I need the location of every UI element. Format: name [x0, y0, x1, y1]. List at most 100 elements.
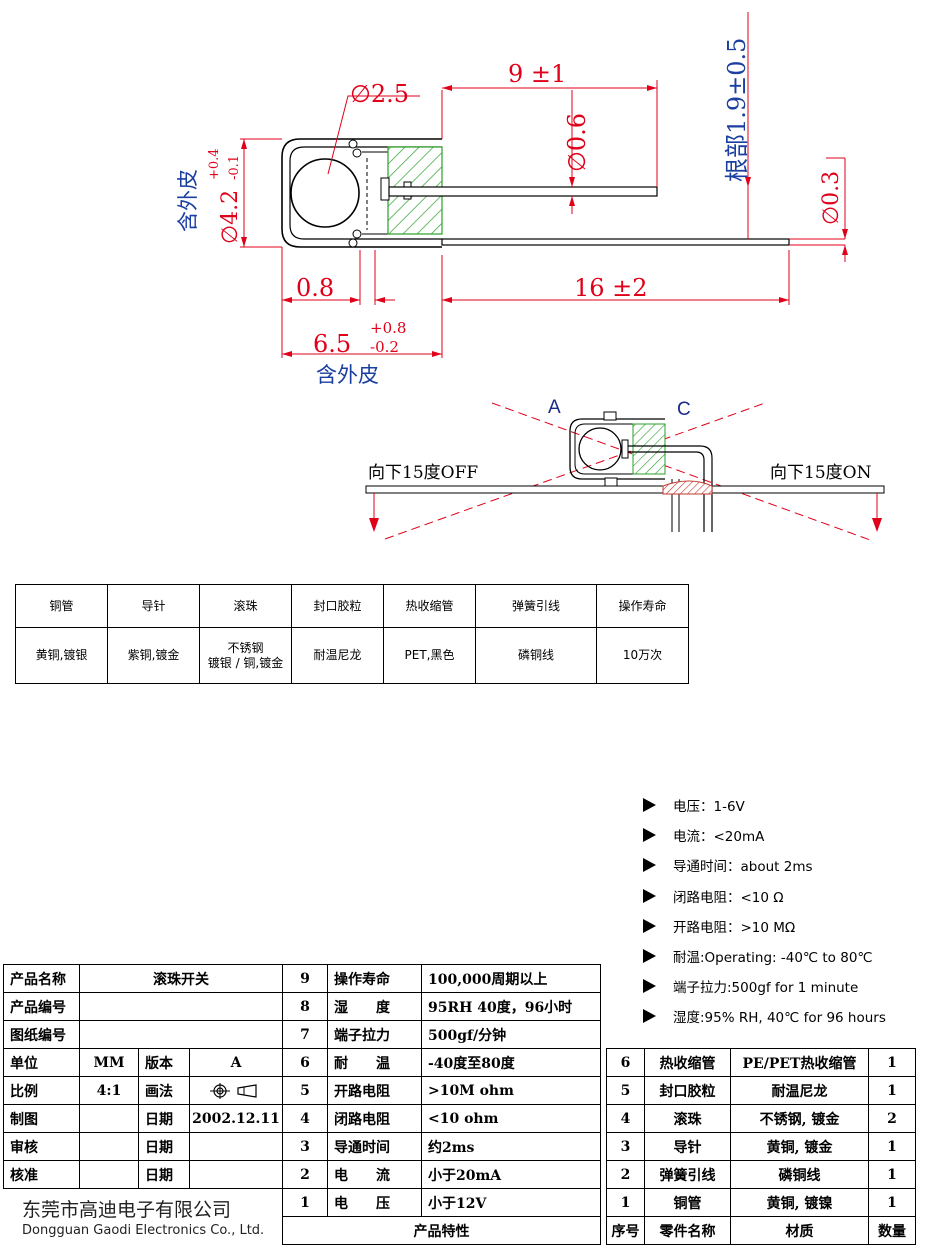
bullet-arrow-icon	[643, 979, 656, 994]
spec-text: 端子拉力:500gf for 1 minute	[673, 980, 859, 997]
technical-drawing: ∅2.5 9 ±1 ∅0.6 ∅0.3 ∅4.2 +0.4 -0.1 0.8 1…	[176, 12, 885, 542]
materials-table: 铜管 导针 滚珠 封口胶粒 热收缩管 弹簧引线 操作寿命 黄铜,镀银 紫铜,镀金…	[15, 584, 689, 684]
drawn-by-label: 制图	[3, 1104, 80, 1133]
drawn-by-value	[79, 1104, 139, 1133]
part-name: 铜管	[644, 1188, 731, 1217]
mat-value-ball-line1: 不锈钢	[227, 640, 264, 655]
char-value: 小于20mA	[421, 1160, 601, 1189]
part-no: 1	[606, 1188, 645, 1217]
dim-65: 6.5	[313, 330, 351, 358]
projection-label: 画法	[138, 1076, 190, 1105]
mat-header-pin: 导针	[107, 584, 200, 628]
mat-value-seal: 耐温尼龙	[291, 627, 384, 684]
mat-value-tube: 黄铜,镀银	[15, 627, 108, 684]
char-no: 2	[282, 1160, 328, 1189]
spec-text: 耐温:Operating: -40℃ to 80℃	[673, 950, 873, 967]
bullet-arrow-icon	[643, 858, 656, 873]
mat-value-pin: 紫铜,镀金	[107, 627, 200, 684]
dim-outer-dia-tol-upper: +0.4	[207, 148, 222, 180]
char-value: >10M ohm	[421, 1076, 601, 1105]
version-value: A	[189, 1048, 283, 1077]
char-name: 耐 温	[327, 1048, 422, 1077]
part-no: 5	[606, 1076, 645, 1105]
mat-header-tube: 铜管	[15, 584, 108, 628]
mat-header-life: 操作寿命	[596, 584, 689, 628]
drawing-no-label: 图纸编号	[3, 1020, 80, 1049]
dim-ball-dia: ∅2.5	[350, 80, 409, 108]
spec-text: 开路电阻：>10 MΩ	[673, 919, 796, 936]
bullet-arrow-icon	[643, 918, 656, 933]
spec-item: 电压：1-6V	[643, 790, 933, 820]
bullet-arrow-icon	[643, 798, 656, 813]
char-no: 9	[282, 964, 328, 993]
spec-item: 电流：<20mA	[643, 820, 933, 850]
scale-value: 4:1	[79, 1076, 139, 1105]
char-no: 6	[282, 1048, 328, 1077]
spec-item: 耐温:Operating: -40℃ to 80℃	[643, 941, 933, 971]
product-name-value: 滚珠开关	[79, 964, 283, 993]
part-no: 6	[606, 1048, 645, 1077]
date-label: 日期	[138, 1160, 190, 1189]
part-material: 不锈钢, 镀金	[730, 1104, 869, 1133]
dim-length-9: 9 ±1	[508, 60, 566, 88]
part-name: 封口胶粒	[644, 1076, 731, 1105]
char-name: 电 流	[327, 1160, 422, 1189]
drawing-no-value	[79, 1020, 283, 1049]
projection-symbol-icon	[189, 1076, 283, 1105]
date-label: 日期	[138, 1104, 190, 1133]
char-no: 1	[282, 1188, 328, 1217]
part-qty: 1	[868, 1048, 916, 1077]
dim-outer-dia-tol-lower: -0.1	[227, 155, 242, 180]
dim-08: 0.8	[296, 274, 334, 302]
tilt-on-label: 向下15度ON	[770, 463, 872, 483]
product-name-label: 产品名称	[3, 964, 80, 993]
parts-header-material: 材质	[730, 1216, 869, 1245]
scale-label: 比例	[3, 1076, 80, 1105]
char-name: 端子拉力	[327, 1020, 422, 1049]
company-cell	[3, 1188, 283, 1245]
mat-value-spring: 磷铜线	[475, 627, 597, 684]
part-material: 磷铜线	[730, 1160, 869, 1189]
char-no: 3	[282, 1132, 328, 1161]
char-name: 湿 度	[327, 992, 422, 1021]
dim-65-tol-lower: -0.2	[370, 338, 399, 356]
review-value	[79, 1132, 139, 1161]
char-name: 操作寿命	[327, 964, 422, 993]
part-name: 滚珠	[644, 1104, 731, 1133]
unit-value: MM	[79, 1048, 139, 1077]
dimension-arrows	[241, 85, 848, 357]
char-no: 5	[282, 1076, 328, 1105]
char-name: 电 压	[327, 1188, 422, 1217]
dim-root-length: 根部1.9±0.5	[723, 38, 751, 182]
char-value: 500gf/分钟	[421, 1020, 601, 1049]
approve-date-value	[189, 1160, 283, 1189]
tilt-off-label: 向下15度OFF	[368, 463, 478, 483]
part-no: 3	[606, 1132, 645, 1161]
label-a: A	[548, 397, 561, 418]
unit-label: 单位	[3, 1048, 80, 1077]
char-value: -40度至80度	[421, 1048, 601, 1077]
spec-item: 闭路电阻：<10 Ω	[643, 881, 933, 911]
spec-item: 湿度:95% RH, 40℃ for 96 hours	[643, 1001, 933, 1031]
approve-value	[79, 1160, 139, 1189]
dim-lead-dia: ∅0.3	[819, 171, 844, 225]
mat-value-ball: 不锈钢 镀银 / 铜,镀金	[199, 627, 292, 684]
char-value: 95RH 40度，96小时	[421, 992, 601, 1021]
mat-header-shrink: 热收缩管	[383, 584, 476, 628]
dim-16: 16 ±2	[574, 274, 648, 302]
part-qty: 1	[868, 1188, 916, 1217]
part-no: 4	[606, 1104, 645, 1133]
char-value: <10 ohm	[421, 1104, 601, 1133]
part-name: 热收缩管	[644, 1048, 731, 1077]
mat-value-shrink: PET,黑色	[383, 627, 476, 684]
date-label: 日期	[138, 1132, 190, 1161]
dim-outer-dia: ∅4.2	[218, 190, 243, 244]
char-value: 小于12V	[421, 1188, 601, 1217]
spec-item: 导通时间：about 2ms	[643, 850, 933, 880]
company-name-cn: 东莞市高迪电子有限公司	[22, 1199, 232, 1221]
dim-65-tol-upper: +0.8	[370, 319, 406, 337]
switch-side-view	[281, 138, 790, 248]
char-name: 导通时间	[327, 1132, 422, 1161]
part-qty: 1	[868, 1132, 916, 1161]
mat-header-seal: 封口胶粒	[291, 584, 384, 628]
